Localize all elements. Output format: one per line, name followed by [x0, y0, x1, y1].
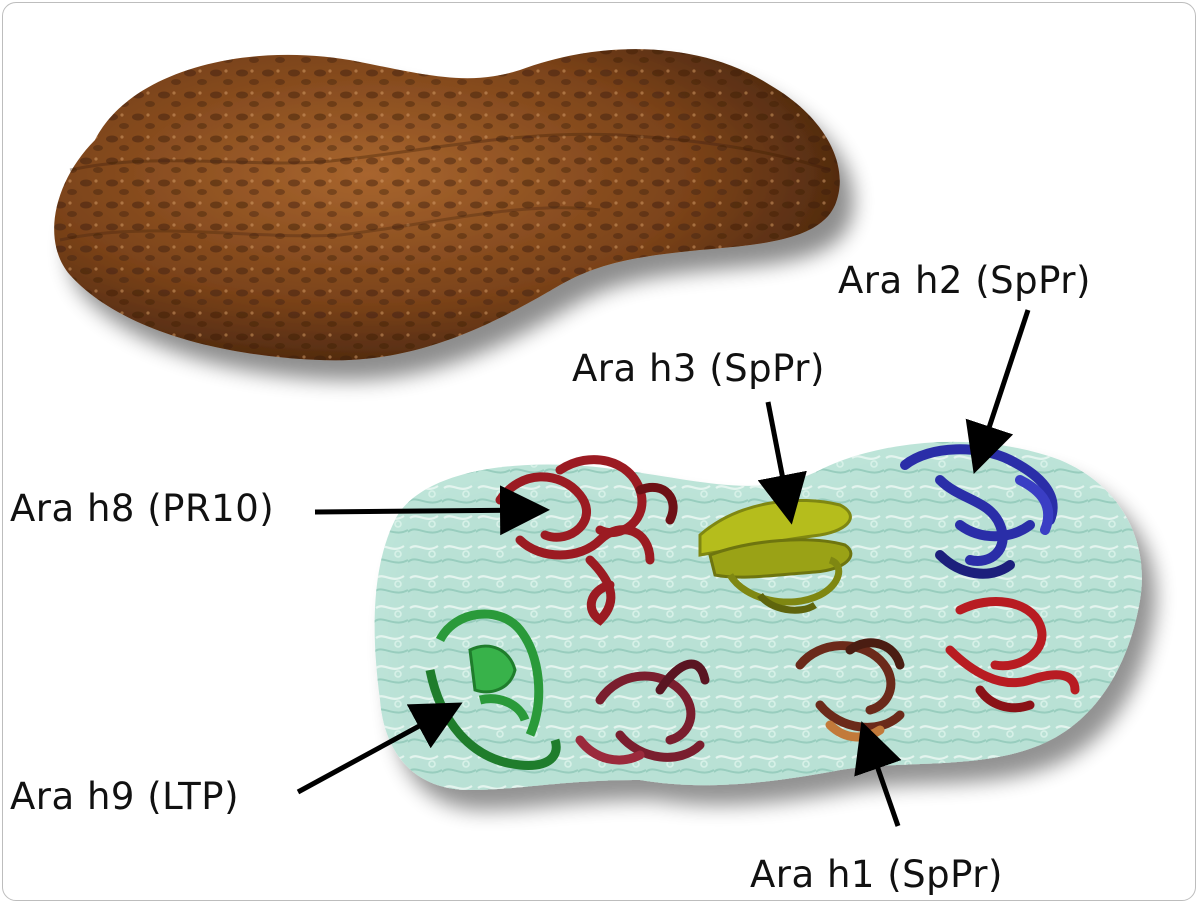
- peanut-shell-image: [54, 49, 840, 361]
- arrow-ara-h8: [314, 485, 550, 536]
- ara-h1-variant-protein: [575, 659, 710, 765]
- protein-surface-model: [374, 441, 1142, 790]
- label-ara-h9: Ara h9 (LTP): [10, 775, 240, 818]
- label-ara-h8: Ara h8 (PR10): [10, 487, 275, 530]
- arrow-ara-h9: [296, 702, 463, 795]
- arrow-ara-h1: [854, 721, 902, 827]
- ara-h9-protein: [425, 609, 561, 770]
- annotation-arrows: [296, 309, 1031, 827]
- label-ara-h2: Ara h2 (SpPr): [838, 259, 1091, 302]
- label-ara-h1: Ara h1 (SpPr): [750, 853, 1003, 896]
- ara-h2-protein: [900, 444, 1058, 579]
- label-ara-h3: Ara h3 (SpPr): [572, 347, 825, 390]
- ara-h8-protein: [495, 455, 678, 626]
- ara-h2-secondary-protein: [945, 597, 1080, 713]
- arrow-ara-h2: [965, 309, 1031, 474]
- arrow-ara-h3: [757, 401, 807, 525]
